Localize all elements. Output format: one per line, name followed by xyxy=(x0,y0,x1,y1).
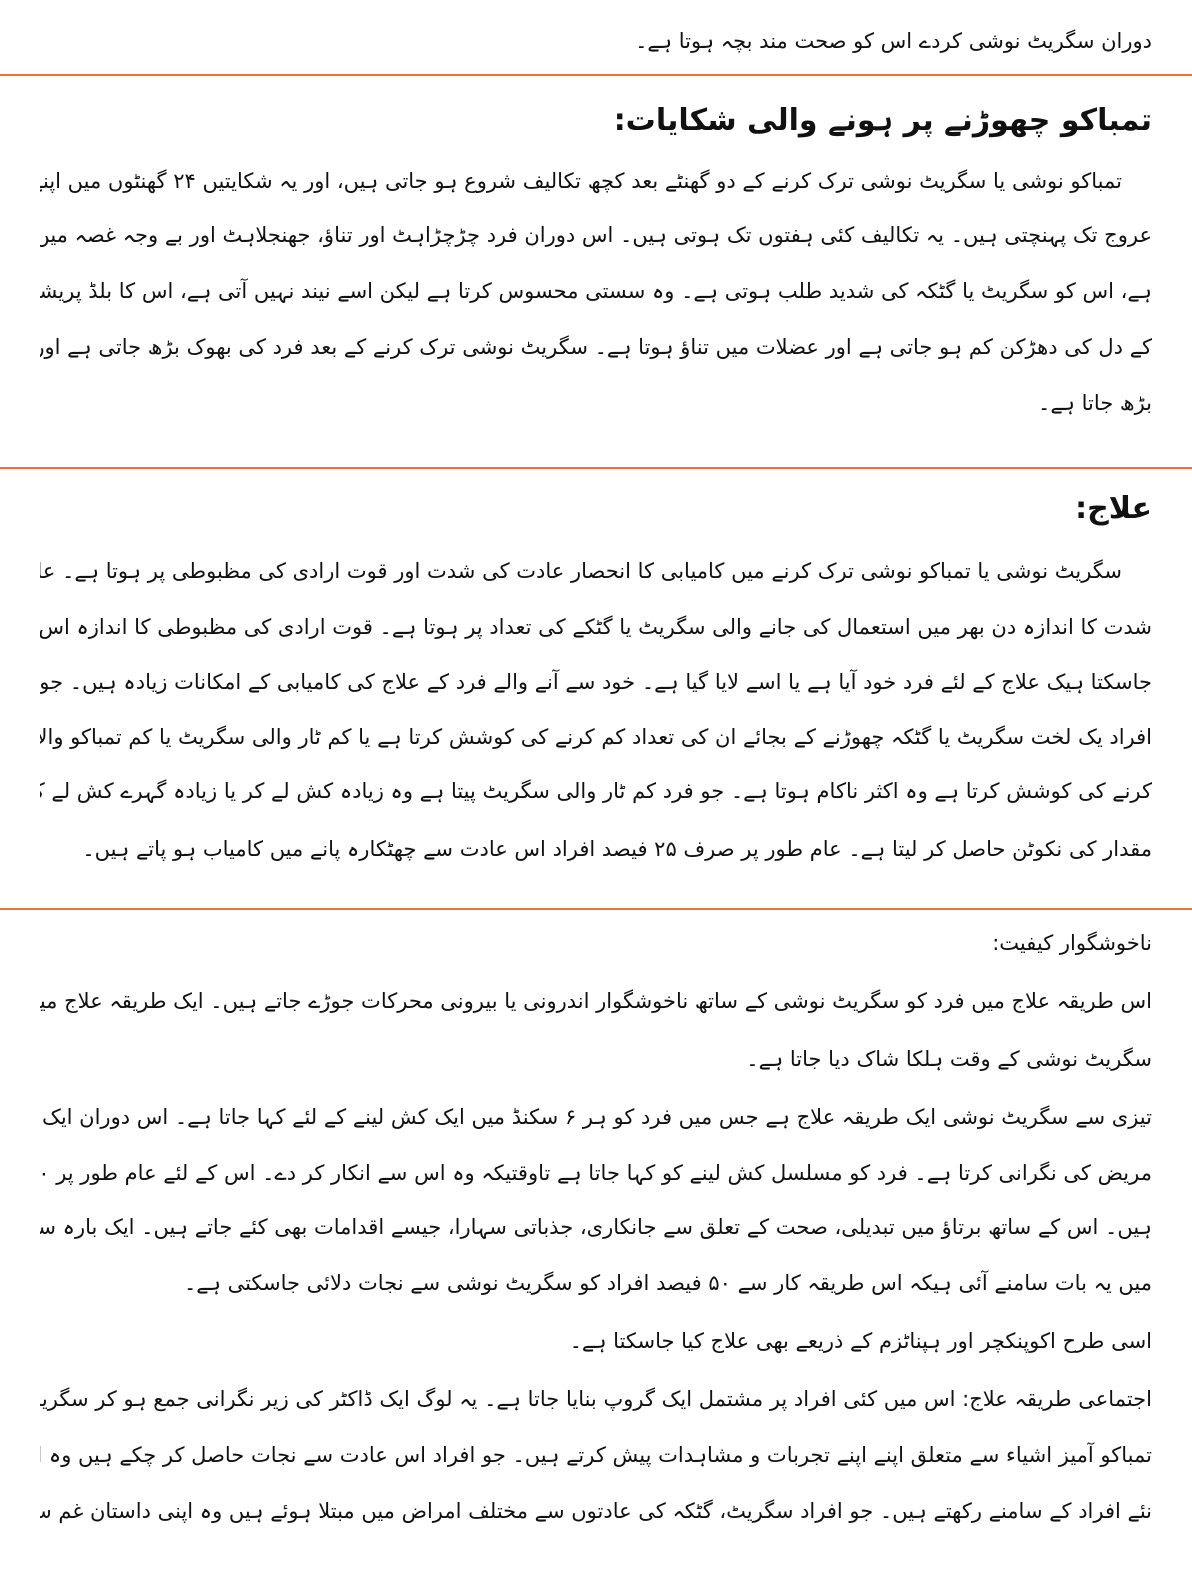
paragraph-line: ہیں۔ اس کے ساتھ برتاؤ میں تبدیلی، صحت کے… xyxy=(40,1215,1152,1239)
paragraph-line: سگریٹ نوشی یا تمباکو نوشی ترک کرنے میں ک… xyxy=(40,559,1122,583)
paragraph-line: سگریٹ نوشی کے وقت ہلکا شاک دیا جاتا ہے۔ xyxy=(746,1047,1152,1071)
section-divider xyxy=(0,74,1192,76)
paragraph-line: بڑھ جاتا ہے۔ xyxy=(1038,391,1152,415)
top-line: دوران سگریٹ نوشی کردے اس کو صحت مند بچہ … xyxy=(635,29,1152,53)
section-divider xyxy=(0,908,1192,910)
paragraph-line: کرنے کی کوشش کرتا ہے وہ اکثر ناکام ہوتا … xyxy=(40,779,1152,803)
section-heading-complaints: تمباکو چھوڑنے پر ہونے والی شکایات: xyxy=(613,103,1152,138)
paragraph-line: تمباکو نوشی یا سگریٹ نوشی ترک کرنے کے دو… xyxy=(40,169,1122,193)
paragraph-line: تیزی سے سگریٹ نوشی ایک طریقہ علاج ہے جس … xyxy=(40,1105,1152,1129)
section-heading-aversion: ناخوشگوار کیفیت: xyxy=(992,931,1152,955)
paragraph-line: اس طریقہ علاج میں فرد کو سگریٹ نوشی کے س… xyxy=(40,989,1152,1013)
section-divider xyxy=(0,467,1192,469)
paragraph-line: اجتماعی طریقہ علاج: اس میں کئی افراد پر … xyxy=(40,1387,1152,1411)
paragraph-line: اسی طرح اکوپنکچر اور ہپناٹزم کے ذریعے بھ… xyxy=(569,1329,1152,1353)
paragraph-line: کے دل کی دھڑکن کم ہو جاتی ہے اور عضلات م… xyxy=(40,335,1152,359)
paragraph-line: عروج تک پہنچتی ہیں۔ یہ تکالیف کئی ہفتوں … xyxy=(40,223,1152,247)
paragraph-line: افراد یک لخت سگریٹ یا گٹکہ چھوڑنے کے بجا… xyxy=(40,725,1152,749)
paragraph-line: میں یہ بات سامنے آئی ہیکہ اس طریقہ کار س… xyxy=(183,1271,1152,1295)
paragraph-line: مقدار کی نکوٹن حاصل کر لیتا ہے۔ عام طور … xyxy=(82,837,1152,861)
paragraph-line: ہے، اس کو سگریٹ یا گٹکہ کی شدید طلب ہوتی… xyxy=(40,279,1152,303)
paragraph-line: شدت کا اندازہ دن بھر میں استعمال کی جانے… xyxy=(40,615,1152,639)
paragraph-line: نئے افراد کے سامنے رکھتے ہیں۔ جو افراد س… xyxy=(40,1499,1152,1523)
paragraph-line: تمباکو آمیز اشیاء سے متعلق اپنے اپنے تجر… xyxy=(40,1443,1152,1467)
paragraph-line: جاسکتا ہیک علاج کے لئے فرد خود آیا ہے یا… xyxy=(40,670,1152,694)
paragraph-line: مریض کی نگرانی کرتا ہے۔ فرد کو مسلسل کش … xyxy=(40,1161,1152,1185)
section-heading-treatment: علاج: xyxy=(1075,491,1152,526)
